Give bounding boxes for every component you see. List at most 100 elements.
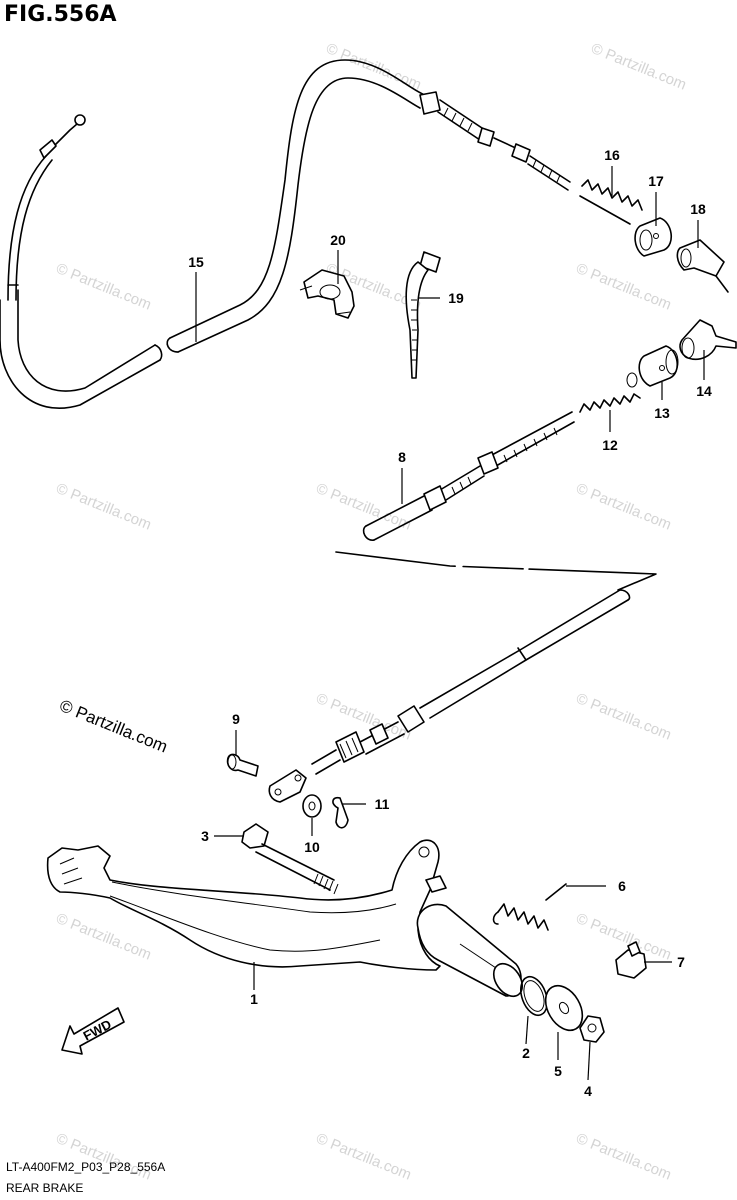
- nut-stud: [627, 941, 641, 957]
- cable-casing: [0, 299, 161, 409]
- cable-thread: [365, 733, 405, 755]
- forward-arrow: FWD: [61, 1007, 125, 1055]
- clamp-body: [303, 269, 355, 319]
- callout-18: 18: [690, 201, 706, 217]
- spring-upper: [579, 179, 643, 225]
- cable-thread-marks: [443, 107, 473, 132]
- cable-rod: [315, 759, 341, 775]
- bolt-3: [241, 823, 339, 895]
- cable-break: [154, 344, 163, 361]
- nut-body: [579, 1015, 605, 1043]
- leader-lines: [195, 166, 705, 1081]
- callout-1: 1: [250, 991, 258, 1007]
- callout-17: 17: [648, 173, 664, 189]
- cable-casing: [7, 155, 47, 301]
- clevis-pin-9: [226, 753, 259, 777]
- cable-casing: [177, 77, 421, 353]
- cable-sleeve: [511, 143, 531, 163]
- cable-casing: [429, 599, 629, 719]
- callout-12: 12: [602, 437, 618, 453]
- arrow-shape: [61, 1007, 125, 1055]
- cable-nut: [477, 127, 495, 147]
- arm-end: [681, 337, 695, 359]
- washer-5: [544, 984, 584, 1032]
- washer-hole: [308, 801, 316, 811]
- clevis-hole: [294, 774, 302, 782]
- callout-20: 20: [330, 232, 346, 248]
- callout-7: 7: [677, 954, 685, 970]
- pin-body: [226, 753, 259, 777]
- spring-hook: [545, 883, 567, 901]
- cable-thread: [437, 111, 481, 141]
- cable-break: [362, 525, 375, 541]
- pin-head: [227, 754, 237, 770]
- cable-casing: [365, 495, 425, 527]
- brake-pedal-1: [46, 839, 524, 998]
- cable-rod: [495, 421, 575, 467]
- cable-adjuster: [335, 731, 365, 763]
- cable-end-nipple: [74, 114, 86, 126]
- clamp-ring: [319, 284, 341, 300]
- cable-casing: [419, 589, 621, 709]
- callout-10: 10: [304, 839, 320, 855]
- cable-rod: [489, 411, 573, 457]
- cable-ferrule: [423, 485, 447, 511]
- return-spring-6: [492, 883, 567, 931]
- pedal-hole: [418, 846, 430, 858]
- cable-ferrule: [397, 705, 425, 733]
- pedal-shaft-end: [492, 962, 524, 998]
- arm-end: [680, 248, 692, 268]
- cable-clevis: [268, 769, 307, 803]
- washer-outer: [302, 794, 322, 818]
- pedal-body: [46, 839, 441, 971]
- cable-clamp-20: [299, 269, 355, 319]
- cable-thread-marks: [451, 476, 472, 495]
- callout-11: 11: [374, 796, 390, 812]
- pedal-ridge: [111, 881, 397, 914]
- cable-tie-19: [405, 251, 441, 379]
- spring-coils: [497, 903, 549, 931]
- pedal-stud: [425, 875, 447, 893]
- callout-14: 14: [696, 383, 712, 399]
- brake-arm-14: [679, 319, 737, 361]
- fwd-label: FWD: [81, 1016, 114, 1043]
- arm-body: [679, 319, 737, 361]
- spring-edge: [579, 195, 631, 225]
- callout-13: 13: [654, 405, 670, 421]
- callout-16: 16: [604, 147, 620, 163]
- washer-outer: [544, 984, 584, 1032]
- figure-title: FIG.556A: [4, 2, 117, 27]
- spring-coils: [579, 393, 641, 413]
- callout-6: 6: [618, 878, 626, 894]
- callout-9: 9: [232, 711, 240, 727]
- o-ring-inner: [523, 980, 545, 1012]
- nut-body: [615, 949, 647, 979]
- pedal-ridge: [109, 895, 381, 952]
- cable-casing: [17, 289, 156, 392]
- bolt-shank: [255, 851, 331, 891]
- washer-hole: [558, 1001, 570, 1015]
- nut-7: [615, 941, 647, 979]
- cable-joint-17: [634, 217, 672, 257]
- callout-2: 2: [522, 1045, 530, 1061]
- joint-body: [634, 217, 672, 257]
- cable-thread: [439, 99, 486, 131]
- callout-5: 5: [554, 1063, 562, 1079]
- callout-3: 3: [201, 828, 209, 844]
- o-ring-outer: [520, 975, 548, 1017]
- spring-lower: [579, 372, 641, 413]
- o-ring-2: [520, 975, 548, 1017]
- tie-teeth: [411, 299, 417, 361]
- cotter-pin-body: [332, 796, 349, 829]
- joint-body: [638, 345, 678, 387]
- bolt-head: [241, 823, 269, 849]
- bolt-shank: [261, 843, 335, 881]
- cable-end-fitting: [39, 139, 57, 159]
- cable-break: [619, 589, 631, 601]
- cable-joint-13: [638, 345, 679, 387]
- cable-nut: [477, 451, 499, 475]
- spring-coils: [581, 179, 643, 211]
- brake-arm-18: [676, 239, 729, 293]
- cable-casing: [169, 59, 426, 339]
- callout-8: 8: [398, 449, 406, 465]
